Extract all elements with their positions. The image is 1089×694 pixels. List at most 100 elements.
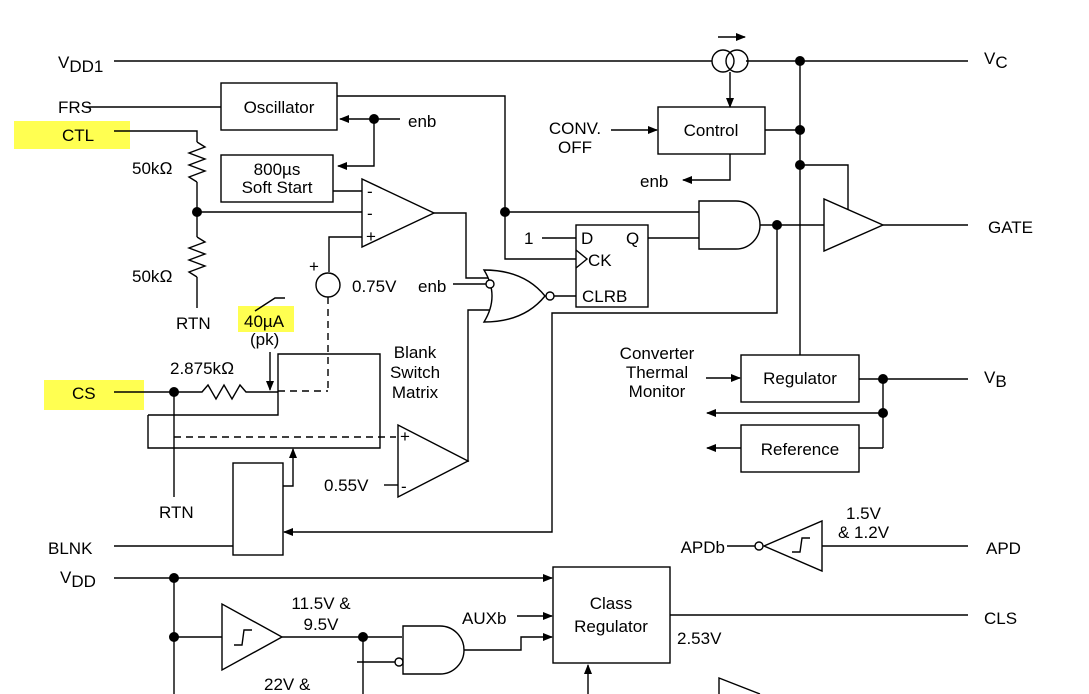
apdb-label: APDb xyxy=(681,538,725,557)
enb-softstart-wire xyxy=(337,119,375,170)
reference-label: Reference xyxy=(761,440,839,459)
ref-055-label: 0.55V xyxy=(324,476,369,495)
pin-vdd1-label: VDD1 xyxy=(58,53,103,76)
apd-bubble xyxy=(754,541,764,551)
nand-to-class xyxy=(464,633,553,651)
ff-q-label: Q xyxy=(626,229,639,248)
plus-src-label: + xyxy=(309,257,319,276)
pin-vb-label: VB xyxy=(984,368,1007,391)
apd-thresholds-label-2: & 1.2V xyxy=(838,523,890,542)
comp-minus1-label: - xyxy=(367,182,373,201)
pin-frs-label: FRS xyxy=(58,98,92,117)
enb-nor-label: enb xyxy=(418,277,446,296)
nor-out-bubble xyxy=(545,291,555,301)
r-cs-resistor xyxy=(174,383,278,401)
r-top-label: 50kΩ xyxy=(132,159,172,178)
control-enb-wire xyxy=(682,154,731,184)
enb-control-label: enb xyxy=(640,172,668,191)
apd-schmitt-symbol xyxy=(792,537,810,553)
resistor-top xyxy=(187,141,207,183)
pin-cs-label: CS xyxy=(72,384,96,403)
comp-minus2-label: - xyxy=(367,204,373,223)
v253-label: 2.53V xyxy=(677,629,722,648)
conv-off-label-2: OFF xyxy=(558,138,592,157)
current-source-label-2: (pk) xyxy=(250,330,279,349)
conv-off-label-1: CONV. xyxy=(549,119,601,138)
soft-start-label-2: Soft Start xyxy=(242,178,313,197)
comp2-plus-label: + xyxy=(400,427,410,446)
ovlo-threshold-label: 22V & xyxy=(264,675,311,694)
auxb-label: AUXb xyxy=(462,609,506,628)
rtn-left-label: RTN xyxy=(176,314,211,333)
soft-start-block xyxy=(220,154,334,203)
control-label: Control xyxy=(684,121,739,140)
current-source-highlight xyxy=(238,306,294,332)
ff-one-label: 1 xyxy=(524,229,533,248)
comp2-to-nor xyxy=(467,309,490,462)
blank-switch-label-2: Switch xyxy=(390,363,440,382)
current-sensor-right xyxy=(725,49,749,73)
blank-switch-outline xyxy=(147,353,381,449)
driver-supply xyxy=(800,164,849,210)
pin-gate-label: GATE xyxy=(988,218,1033,237)
class-regulator-block xyxy=(552,566,671,664)
comp-plus-wire xyxy=(328,236,362,272)
blanking-to-switch xyxy=(283,448,297,487)
ref-075-label: 0.75V xyxy=(352,277,397,296)
node-driver-supply xyxy=(795,160,805,170)
comparator-cs xyxy=(397,423,470,499)
osc-output-wire xyxy=(337,95,506,212)
uvlo-thresholds-label-2: 9.5V xyxy=(304,615,340,634)
ff-d-label: D xyxy=(581,229,593,248)
pin-blnk-label: BLNK xyxy=(48,539,93,558)
nand-in-bubble xyxy=(394,657,404,667)
nor-gate xyxy=(482,269,546,323)
oscillator-label: Oscillator xyxy=(244,98,315,117)
class-regulator-label-2: Regulator xyxy=(574,617,648,636)
apd-thresholds-label-1: 1.5V xyxy=(846,504,882,523)
class-regulator-label-1: Class xyxy=(590,594,633,613)
blanking-block xyxy=(232,462,284,556)
osc-to-ck xyxy=(504,212,576,260)
pin-ctl-label: CTL xyxy=(62,126,94,145)
comp-output-wire xyxy=(434,212,492,279)
blank-switch-label-3: Matrix xyxy=(392,383,439,402)
enb-osc-label: enb xyxy=(408,112,436,131)
pin-cls-label: CLS xyxy=(984,609,1017,628)
pin-vdd-label: VDD xyxy=(60,568,96,591)
pin-apd-label: APD xyxy=(986,539,1021,558)
uvlo-schmitt xyxy=(221,602,284,672)
cs-highlight xyxy=(44,380,144,410)
gate-driver xyxy=(823,197,885,253)
nand-gate xyxy=(402,625,465,675)
resistor-bottom xyxy=(187,236,207,278)
comp2-minus-label: - xyxy=(401,477,407,496)
thermal-monitor-label-3: Monitor xyxy=(629,382,686,401)
thermal-monitor-label-2: Thermal xyxy=(626,363,688,382)
rtn-cs-label: RTN xyxy=(159,503,194,522)
node-control-vc xyxy=(795,125,805,135)
nor-in-bubble xyxy=(485,279,495,289)
bottom-buffer-partial xyxy=(718,676,761,694)
comparator-main xyxy=(361,177,436,249)
and-to-blank xyxy=(283,225,778,536)
d-flipflop xyxy=(575,224,649,308)
regulator-label: Regulator xyxy=(763,369,837,388)
r-bottom-label: 50kΩ xyxy=(132,267,172,286)
ctl-highlight xyxy=(14,121,130,149)
uvlo-thresholds-label-1: 11.5V & xyxy=(291,594,351,613)
pin-vc-label: VC xyxy=(984,49,1008,72)
and-gate xyxy=(698,200,761,250)
apd-schmitt-buffer xyxy=(762,519,823,573)
current-sensor-left xyxy=(711,49,735,73)
soft-start-label-1: 800µs xyxy=(254,160,301,179)
thermal-monitor-label-1: Converter xyxy=(620,344,695,363)
blank-switch-label-1: Blank xyxy=(394,343,437,362)
current-source-pulse xyxy=(254,297,285,312)
ff-ck-label: CK xyxy=(588,251,612,270)
ctl-wire xyxy=(114,130,198,142)
ref-075-source xyxy=(315,272,341,298)
ff-ck-triangle xyxy=(575,249,589,269)
comp-plus-label: + xyxy=(366,227,376,246)
